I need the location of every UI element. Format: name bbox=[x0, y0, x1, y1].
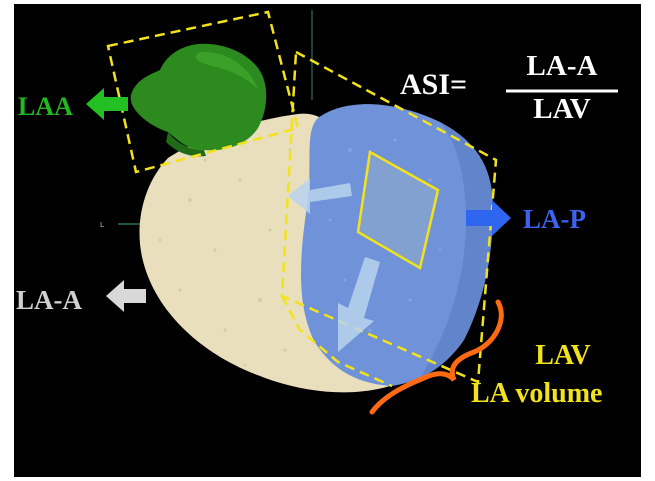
lav-label: LAV bbox=[518, 342, 608, 370]
la-a-label: LA-A bbox=[16, 287, 82, 314]
lav-full-label: LA volume bbox=[471, 380, 602, 408]
arrow-left-icon bbox=[106, 280, 146, 312]
arrow-left-icon bbox=[86, 88, 128, 120]
asi-label: ASI= bbox=[400, 70, 467, 100]
la-p-label: LA-P bbox=[523, 206, 586, 233]
crosshair-marker: L bbox=[100, 221, 104, 229]
asi-denominator: LAV bbox=[506, 95, 618, 124]
asi-numerator: LA-A bbox=[506, 52, 618, 81]
laa-label: LAA bbox=[18, 94, 73, 120]
